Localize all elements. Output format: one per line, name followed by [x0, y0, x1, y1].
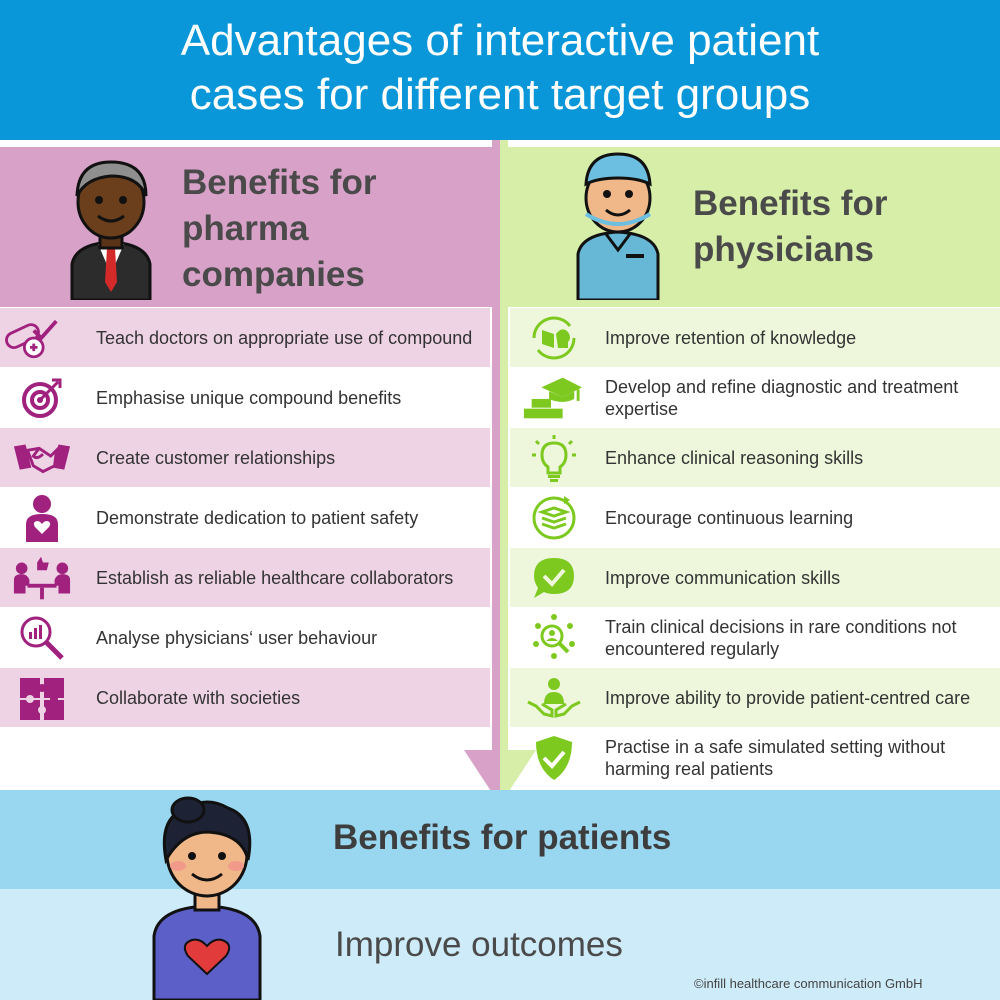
physician-heading: Benefits for physicians	[693, 181, 887, 273]
physician-item: Develop and refine diagnostic and treatm…	[510, 368, 1000, 427]
physician-item: Encourage continuous learning	[510, 488, 1000, 547]
page-title: Advantages of interactive patient cases …	[0, 14, 1000, 122]
outcome-text: Improve outcomes	[335, 925, 623, 964]
handshake-icon	[12, 428, 72, 487]
physician-item: Improve retention of knowledge	[510, 308, 1000, 367]
physician-item-text: Improve communication skills	[605, 567, 841, 588]
pharma-item-text: Establish as reliable healthcare collabo…	[96, 567, 454, 588]
pharma-item: Collaborate with societies	[0, 668, 490, 727]
physician-item: Enhance clinical reasoning skills	[510, 428, 1000, 487]
copyright-notice: ©infill healthcare communication GmbH	[694, 976, 923, 991]
pharma-item: Establish as reliable healthcare collabo…	[0, 548, 490, 607]
patient-avatar-icon	[152, 796, 262, 1000]
pharma-item: Analyse physicians‘ user behaviour	[0, 608, 490, 667]
physician-item-text: Train clinical decisions in rare conditi…	[605, 616, 957, 659]
book-cycle-icon	[524, 488, 584, 547]
pharma-heading-line-1: Benefits for	[182, 163, 377, 202]
physician-item: Improve ability to provide patient-centr…	[510, 668, 1000, 727]
pharma-heading-line-2: pharma	[182, 209, 309, 248]
hands-person-icon	[524, 668, 584, 727]
pharma-item: Emphasise unique compound benefits	[0, 368, 490, 427]
puzzle-icon	[12, 668, 72, 727]
title-line-2: cases for different target groups	[189, 70, 811, 119]
title-banner	[0, 0, 1000, 140]
pharma-item-text: Analyse physicians‘ user behaviour	[96, 627, 378, 648]
pill-check-icon	[0, 308, 60, 367]
target-icon	[12, 368, 72, 427]
physician-heading-line-2: physicians	[693, 230, 874, 269]
physician-item-text: Encourage continuous learning	[605, 507, 854, 528]
pharma-item-text: Teach doctors on appropriate use of comp…	[96, 327, 473, 348]
lightbulb-icon	[524, 428, 584, 487]
speech-check-icon	[524, 548, 584, 607]
pharma-item-text: Demonstrate dedication to patient safety	[96, 507, 419, 528]
shield-check-icon	[524, 728, 584, 787]
pharma-item-text: Create customer relationships	[96, 447, 336, 468]
physician-heading-line-1: Benefits for	[693, 184, 888, 223]
people-search-icon	[524, 608, 584, 667]
pharma-item: Demonstrate dedication to patient safety	[0, 488, 490, 547]
down-arrow-icon	[464, 140, 536, 805]
physician-item: Improve communication skills	[510, 548, 1000, 607]
physician-item-text: Develop and refine diagnostic and treatm…	[605, 376, 959, 419]
businessman-avatar-icon	[70, 160, 152, 300]
patients-heading: Benefits for patients	[333, 818, 672, 857]
physician-item-text: Improve retention of knowledge	[605, 327, 857, 348]
title-line-1: Advantages of interactive patient	[180, 16, 820, 65]
pharma-item: Create customer relationships	[0, 428, 490, 487]
physician-avatar-icon	[576, 152, 660, 300]
physician-item-text: Practise in a safe simulated setting wit…	[605, 736, 946, 779]
physician-item: Train clinical decisions in rare conditi…	[510, 608, 1000, 667]
pharma-item-text: Emphasise unique compound benefits	[96, 387, 402, 408]
physician-item: Practise in a safe simulated setting wit…	[510, 728, 1000, 787]
pharma-item: Teach doctors on appropriate use of comp…	[0, 308, 490, 367]
graduation-cap-icon	[522, 368, 582, 427]
pharma-heading: Benefits for pharma companies	[182, 160, 376, 298]
person-heart-icon	[12, 488, 72, 547]
meeting-icon	[12, 548, 72, 607]
pharma-item-text: Collaborate with societies	[96, 687, 301, 708]
magnifier-chart-icon	[12, 608, 72, 667]
physician-item-text: Improve ability to provide patient-centr…	[605, 687, 971, 708]
pharma-heading-line-3: companies	[182, 255, 365, 294]
head-book-icon	[524, 308, 584, 367]
physician-item-text: Enhance clinical reasoning skills	[605, 447, 864, 468]
